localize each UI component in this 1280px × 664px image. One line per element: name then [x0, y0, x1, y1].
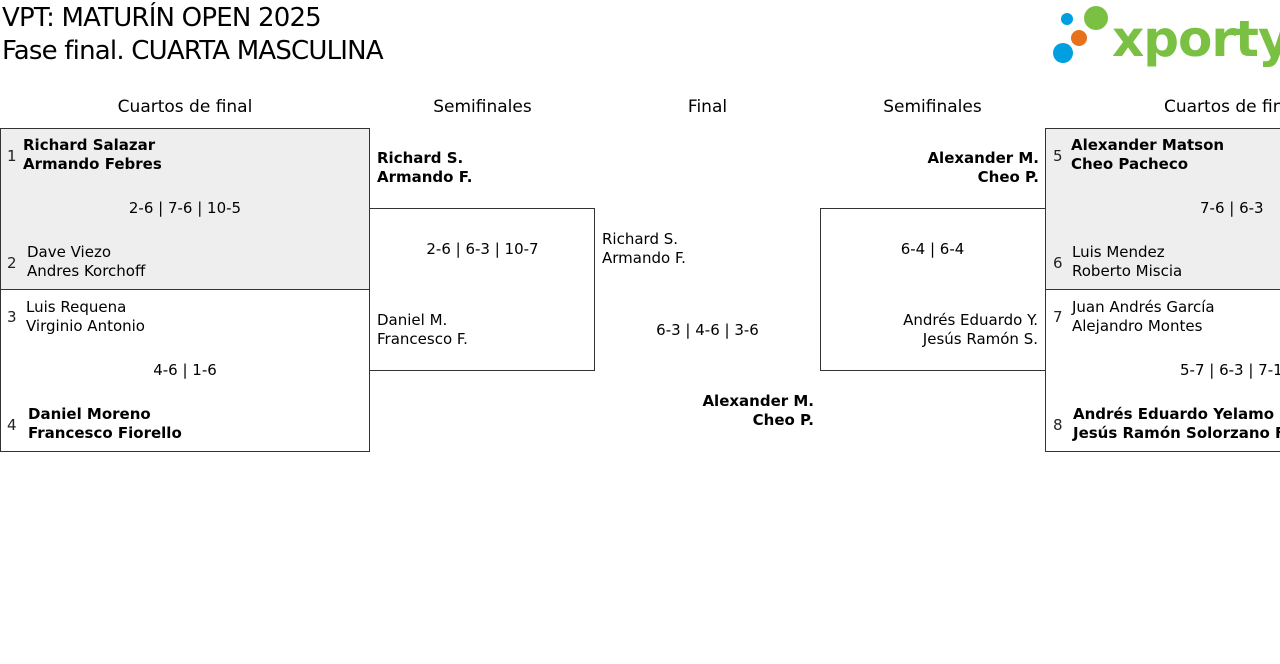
team-entry: Luis Requena Virginio Antonio: [26, 298, 145, 336]
player-name: Francesco Fiorello: [28, 424, 182, 442]
seed-number: 8: [1053, 416, 1063, 434]
player-name: Luis Mendez: [1072, 243, 1165, 261]
player-name: Richard Salazar: [23, 136, 156, 154]
team-entry: Richard Salazar Armando Febres: [23, 136, 162, 174]
player-name: Richard S.: [377, 149, 464, 167]
player-name: Armando F.: [602, 249, 686, 267]
team-entry: Daniel M. Francesco F.: [377, 311, 468, 349]
player-name: Francesco F.: [377, 330, 468, 348]
match-score: 7-6 | 6-3: [1200, 199, 1264, 217]
xporty-logo: xporty: [1050, 4, 1280, 68]
player-name: Cheo Pacheco: [1071, 155, 1189, 173]
logo-wordmark: xporty: [1112, 10, 1280, 68]
player-name: Armando F.: [377, 168, 473, 186]
seed-number: 3: [7, 308, 17, 326]
player-name: Jesús Ramón S.: [922, 330, 1038, 348]
page-subtitle: Fase final. CUARTA MASCULINA: [2, 36, 384, 66]
team-entry: Juan Andrés García Alejandro Montes: [1072, 298, 1215, 336]
round-header-final: Final: [687, 97, 728, 117]
player-name: Andrés Eduardo Y.: [903, 311, 1038, 329]
logo-dot-orange: [1071, 30, 1087, 46]
round-header-sf-right: Semifinales: [883, 97, 982, 117]
seed-number: 2: [7, 254, 17, 272]
player-name: Richard S.: [602, 230, 679, 248]
player-name: Luis Requena: [26, 298, 127, 316]
seed-number: 5: [1053, 147, 1063, 165]
player-name: Alejandro Montes: [1072, 317, 1203, 335]
player-name: Alexander Matson: [1071, 136, 1225, 154]
match-score: 5-7 | 6-3 | 7-10: [1180, 361, 1280, 379]
team-entry: Richard S. Armando F.: [377, 149, 472, 187]
logo-dot-green: [1084, 6, 1108, 30]
page-title: VPT: MATURÍN OPEN 2025: [2, 3, 322, 33]
team-entry: Alexander M. Cheo P.: [595, 392, 814, 430]
match-score: 2-6 | 6-3 | 10-7: [426, 240, 539, 258]
player-name: Roberto Miscia: [1072, 262, 1183, 280]
player-name: Cheo P.: [977, 168, 1039, 186]
player-name: Andrés Eduardo Yelamo Urb: [1073, 405, 1280, 423]
seed-number: 4: [7, 416, 17, 434]
qf-match-right-top: [1045, 128, 1280, 290]
team-entry: Richard S. Armando F.: [602, 230, 686, 268]
player-name: Alexander M.: [927, 149, 1039, 167]
team-entry: Daniel Moreno Francesco Fiorello: [28, 405, 182, 443]
seed-number: 1: [7, 147, 17, 165]
player-name: Andres Korchoff: [27, 262, 146, 280]
team-entry: Luis Mendez Roberto Miscia: [1072, 243, 1182, 281]
round-header-sf-left: Semifinales: [433, 97, 532, 117]
player-name: Alexander M.: [702, 392, 814, 410]
logo-dot-blue-small: [1061, 13, 1073, 25]
round-header-qf-left: Cuartos de final: [117, 97, 253, 117]
seed-number: 7: [1053, 308, 1063, 326]
qf-match-right-bottom: [1045, 289, 1280, 452]
team-entry: Andrés Eduardo Yelamo Urb Jesús Ramón So…: [1073, 405, 1280, 443]
player-name: Virginio Antonio: [26, 317, 145, 335]
round-header-qf-right: Cuartos de final: [1164, 97, 1280, 117]
sf-match-left: [369, 208, 595, 371]
match-score: 6-3 | 4-6 | 3-6: [656, 321, 759, 339]
seed-number: 6: [1053, 254, 1063, 272]
logo-dot-blue: [1053, 43, 1073, 63]
match-score: 6-4 | 6-4: [900, 240, 965, 258]
qf-match-left-top: [0, 128, 370, 290]
player-name: Armando Febres: [23, 155, 162, 173]
player-name: Daniel Moreno: [28, 405, 151, 423]
team-entry: Andrés Eduardo Y. Jesús Ramón S.: [820, 311, 1038, 349]
player-name: Daniel M.: [377, 311, 448, 329]
player-name: Jesús Ramón Solorzano Flor: [1073, 424, 1280, 442]
match-score: 2-6 | 7-6 | 10-5: [128, 199, 242, 217]
player-name: Cheo P.: [752, 411, 814, 429]
team-entry: Dave Viezo Andres Korchoff: [27, 243, 145, 281]
team-entry: Alexander M. Cheo P.: [820, 149, 1039, 187]
player-name: Juan Andrés García: [1072, 298, 1215, 316]
match-score: 4-6 | 1-6: [153, 361, 217, 379]
team-entry: Alexander Matson Cheo Pacheco: [1071, 136, 1224, 174]
player-name: Dave Viezo: [27, 243, 111, 261]
